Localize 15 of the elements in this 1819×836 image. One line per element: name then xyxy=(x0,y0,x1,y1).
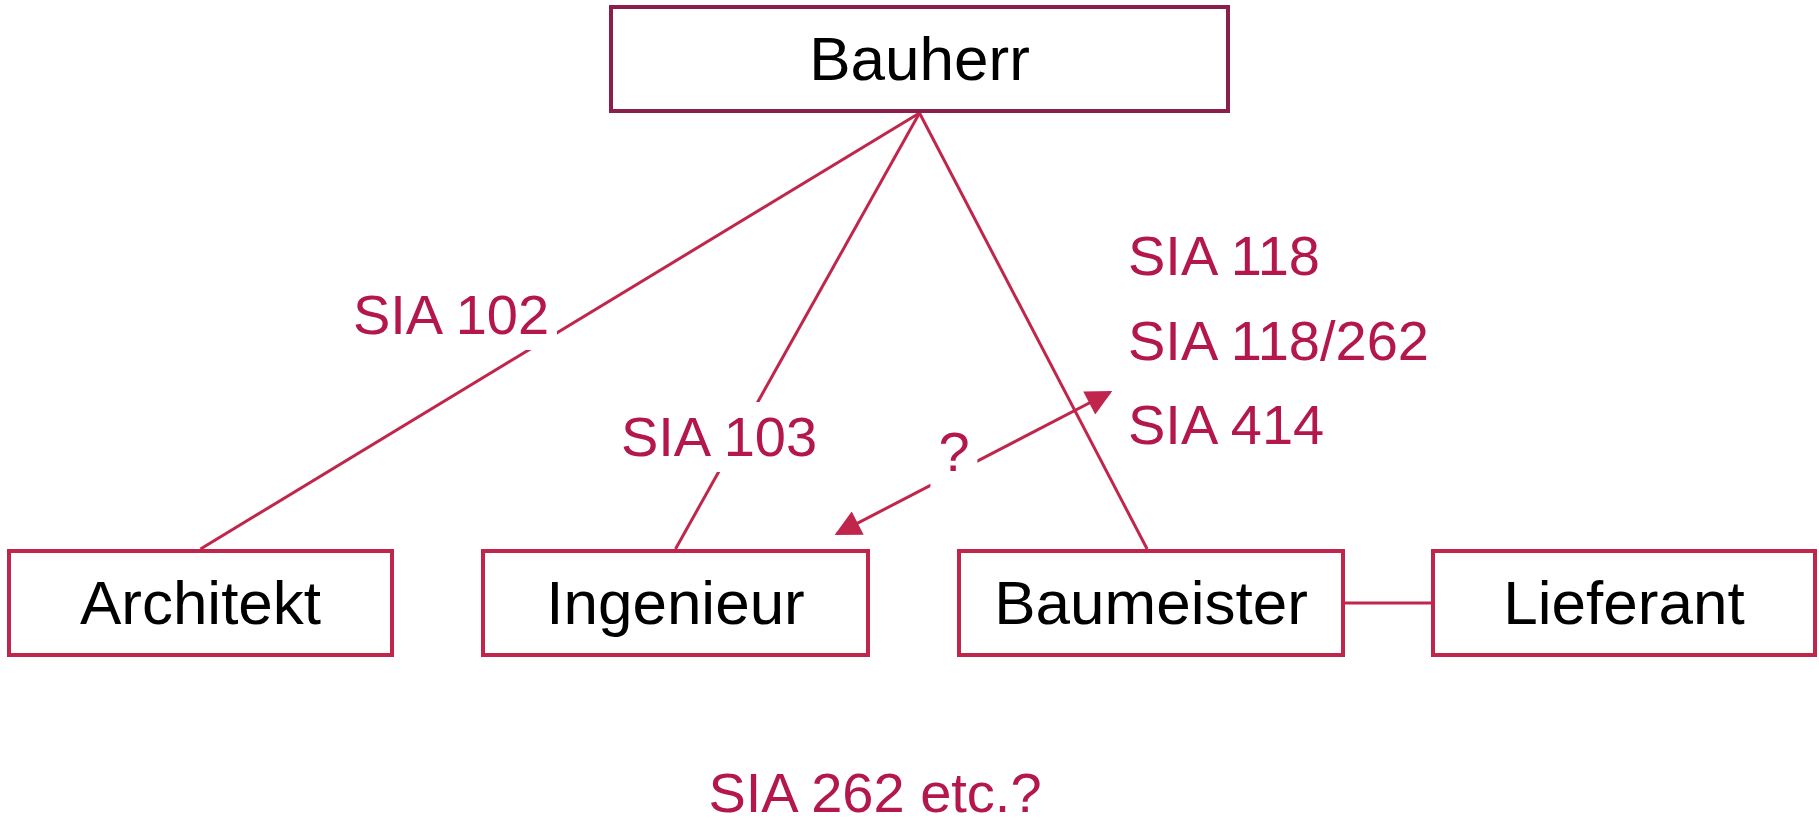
role-label: Baumeister xyxy=(994,572,1308,634)
role-box xyxy=(7,549,394,657)
role-label: Lieferant xyxy=(1503,572,1745,634)
role-label: Architekt xyxy=(79,572,322,634)
role-box xyxy=(1431,549,1817,657)
connector-line xyxy=(918,112,1149,550)
norm-label: SIA 118 xyxy=(1128,228,1321,284)
role-box xyxy=(609,5,1230,113)
norm-label: SIA 414 xyxy=(1128,397,1326,453)
role-box xyxy=(481,549,870,657)
connector-line xyxy=(1345,601,1431,605)
norm-label: SIA 262 etc.? xyxy=(708,760,1042,826)
norm-label: SIA 118/262 xyxy=(1128,312,1430,369)
role-label: Bauherr xyxy=(809,28,1030,90)
role-box xyxy=(957,549,1345,657)
